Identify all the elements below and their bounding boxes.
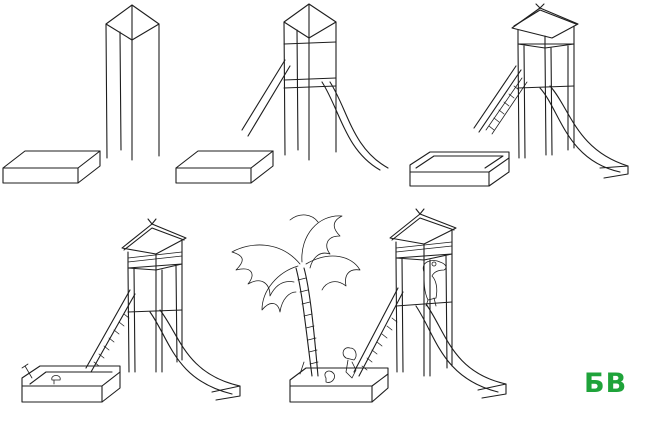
step-3-construction	[175, 3, 389, 184]
watermark-logo: БВ	[584, 368, 628, 399]
step-6-characters	[299, 260, 447, 383]
step-1-sandbox-slab	[2, 150, 101, 184]
step-5-tower-ladder-sandbox	[21, 218, 241, 403]
step-2-tower-frame	[105, 4, 160, 161]
step-6-palm-tree	[231, 214, 361, 377]
step-4-tower-slide	[409, 3, 629, 187]
step-6-tower-slide	[289, 208, 507, 403]
